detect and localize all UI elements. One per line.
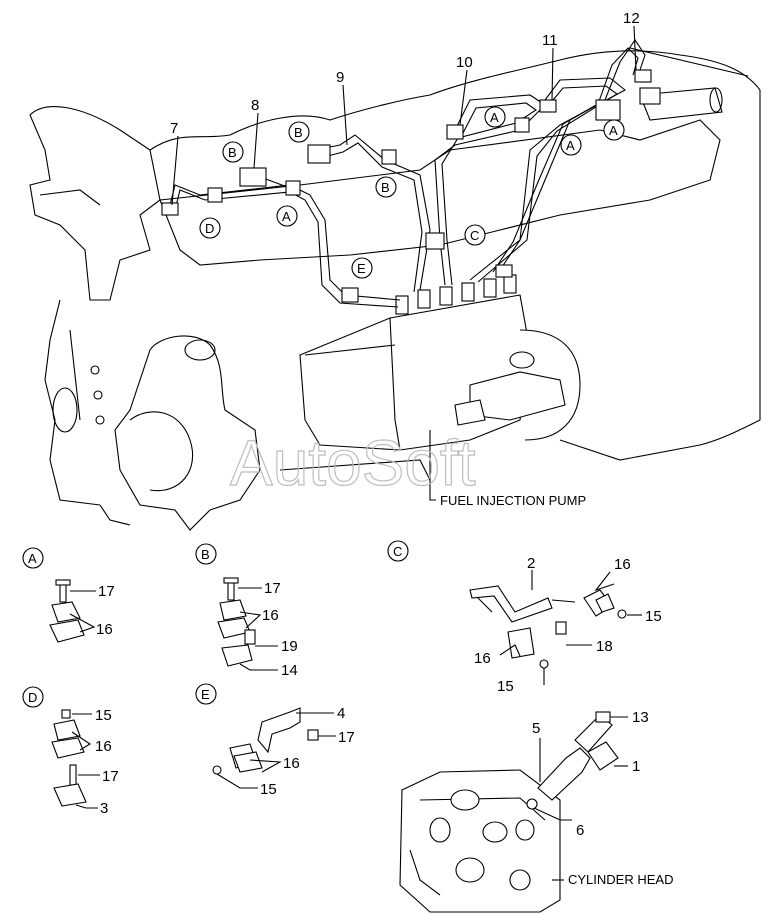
- engine-block-drawing: [29, 47, 761, 531]
- marker-b: B: [228, 145, 237, 160]
- marker-b: B: [294, 125, 303, 140]
- callout-9: 9: [336, 69, 344, 86]
- detail-c-letter: C: [393, 544, 402, 559]
- detail-e-num-17: 17: [338, 729, 355, 746]
- cylinder-head-label: CYLINDER HEAD: [568, 872, 673, 887]
- detail-e-letter: E: [201, 687, 210, 702]
- detail-a-num-17: 17: [98, 583, 115, 600]
- detail-a-letter: A: [28, 551, 37, 566]
- detail-e-num-4: 4: [337, 705, 345, 722]
- callout-leaders: [171, 25, 637, 501]
- detail-c-num-15b: 15: [497, 678, 514, 695]
- detail-c-num-16b: 16: [474, 650, 491, 667]
- detail-d-num-3: 3: [100, 800, 108, 817]
- fuel-injection-pump-label: FUEL INJECTION PUMP: [440, 493, 586, 508]
- detail-a-num-16: 16: [96, 621, 113, 638]
- detail-d-num-17: 17: [102, 768, 119, 785]
- injector-num-5: 5: [532, 720, 540, 737]
- detail-b-letter: B: [201, 547, 210, 562]
- callout-10: 10: [456, 54, 473, 71]
- detail-d-num-16: 16: [95, 738, 112, 755]
- callout-7: 7: [170, 120, 178, 137]
- detail-e-num-16: 16: [283, 755, 300, 772]
- injector-num-1: 1: [632, 758, 640, 775]
- marker-a: A: [566, 138, 575, 153]
- marker-a: A: [609, 123, 618, 138]
- detail-b-num-19: 19: [281, 638, 298, 655]
- marker-e: E: [357, 261, 366, 276]
- pump-outlet-fittings: [395, 274, 517, 315]
- detail-d-letter: D: [28, 690, 37, 705]
- detail-c-num-2: 2: [527, 555, 535, 572]
- detail-b-num-17: 17: [264, 580, 281, 597]
- detail-c-num-18: 18: [596, 638, 613, 655]
- injector-num-13: 13: [632, 709, 649, 726]
- detail-d: D 15 16 17 3: [22, 686, 119, 817]
- callout-12: 12: [623, 10, 640, 27]
- marker-b: B: [381, 180, 390, 195]
- detail-e-num-15: 15: [260, 781, 277, 798]
- detail-e: E 4 17 16 15: [195, 683, 355, 798]
- callout-11: 11: [542, 32, 558, 49]
- callout-8: 8: [251, 97, 259, 114]
- detail-c-num-16a: 16: [614, 556, 631, 573]
- fuel-injection-pipes: [161, 39, 661, 308]
- marker-d: D: [205, 221, 214, 236]
- detail-b-num-16: 16: [262, 607, 279, 624]
- marker-a: A: [282, 209, 291, 224]
- detail-a: A 17 16: [22, 547, 115, 643]
- detail-b-num-14: 14: [281, 662, 298, 679]
- detail-c-num-15a: 15: [645, 608, 662, 625]
- detail-d-num-15: 15: [95, 707, 112, 724]
- marker-a: A: [490, 110, 499, 125]
- detail-c: C 2 16 15 18 16 15: [387, 540, 662, 695]
- detail-b: B 17 16 19 14: [195, 543, 298, 679]
- injector-assembly: 5 13 1 6 CYLINDER HEAD: [399, 709, 673, 913]
- marker-c: C: [470, 228, 479, 243]
- watermark: AutoSoft: [230, 427, 476, 499]
- main-circle-markers: B B B D A E C A A A: [199, 106, 625, 279]
- injector-num-6: 6: [576, 822, 584, 839]
